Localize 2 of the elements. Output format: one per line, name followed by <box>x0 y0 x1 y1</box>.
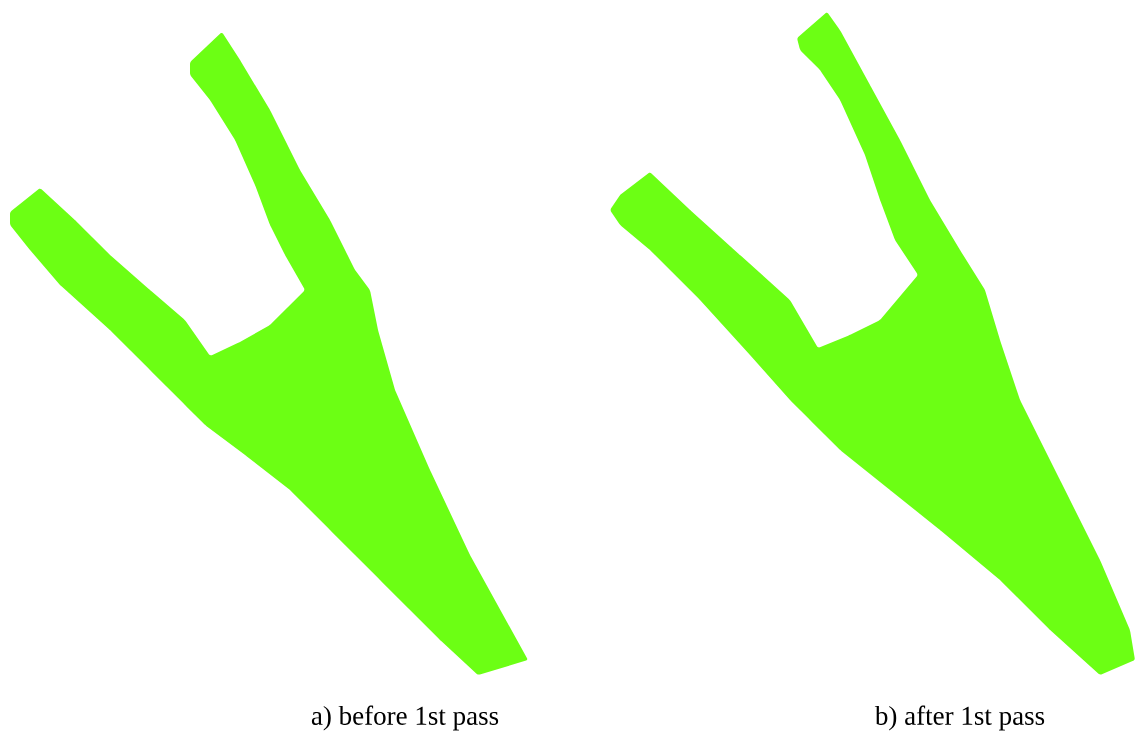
caption: a) before 1st pass <box>311 705 499 731</box>
caption: b) after 1st pass <box>874 705 1045 731</box>
